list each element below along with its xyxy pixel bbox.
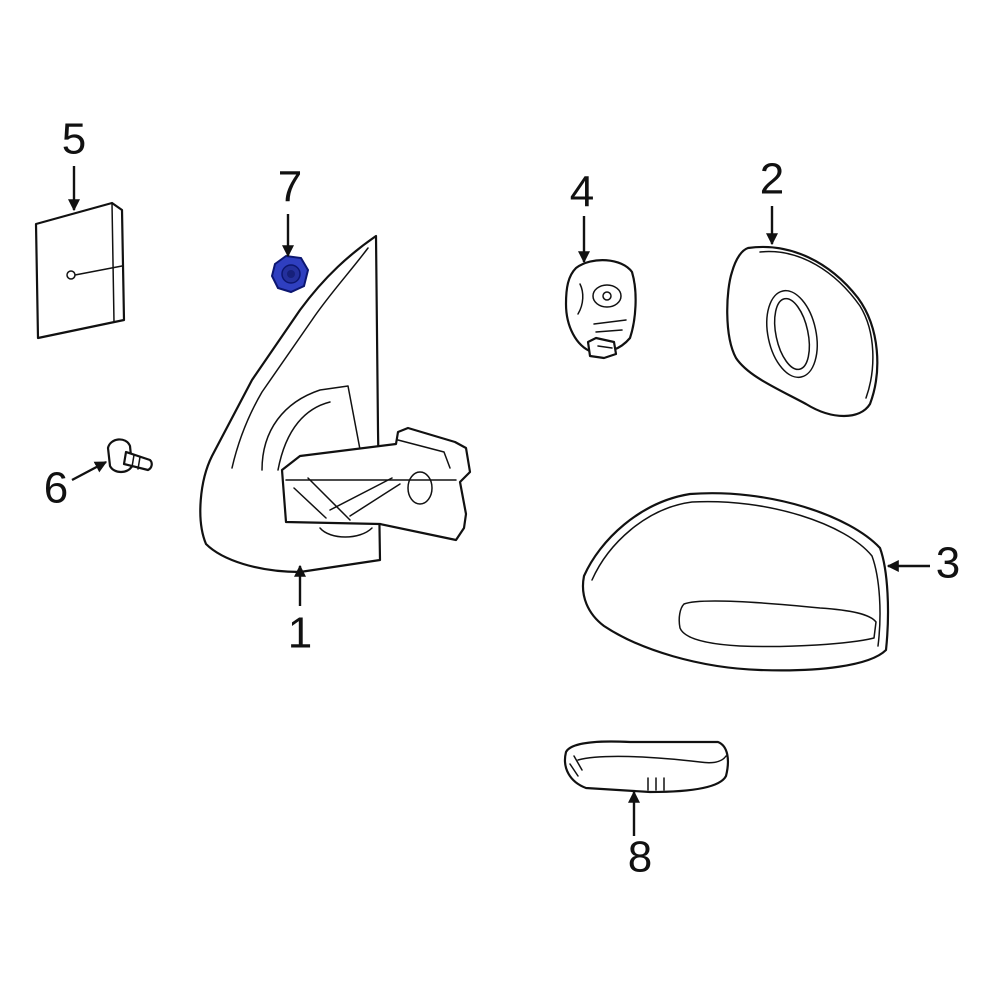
part-4-motor[interactable] <box>564 259 637 360</box>
callout-2: 2 <box>760 155 784 204</box>
callout-3: 3 <box>936 539 960 588</box>
part-2-mirror-glass[interactable] <box>726 245 879 417</box>
leader-6 <box>71 460 108 482</box>
leader-lines <box>68 166 930 836</box>
part-7-nut[interactable] <box>270 254 310 294</box>
part-5-mirror-plate[interactable] <box>34 201 126 340</box>
part-3-mirror-cover[interactable] <box>581 492 890 672</box>
part-8-turn-signal[interactable] <box>563 740 729 794</box>
callout-labels: 1 2 3 4 5 6 7 8 <box>44 115 960 882</box>
callout-1: 1 <box>288 609 312 658</box>
callout-8: 8 <box>628 833 652 882</box>
callout-5: 5 <box>62 115 86 164</box>
part-1-mirror-housing[interactable] <box>199 234 472 574</box>
part-6-screw[interactable] <box>106 438 153 474</box>
callout-4: 4 <box>570 168 594 217</box>
callout-6: 6 <box>44 464 68 513</box>
callout-7: 7 <box>278 163 302 212</box>
